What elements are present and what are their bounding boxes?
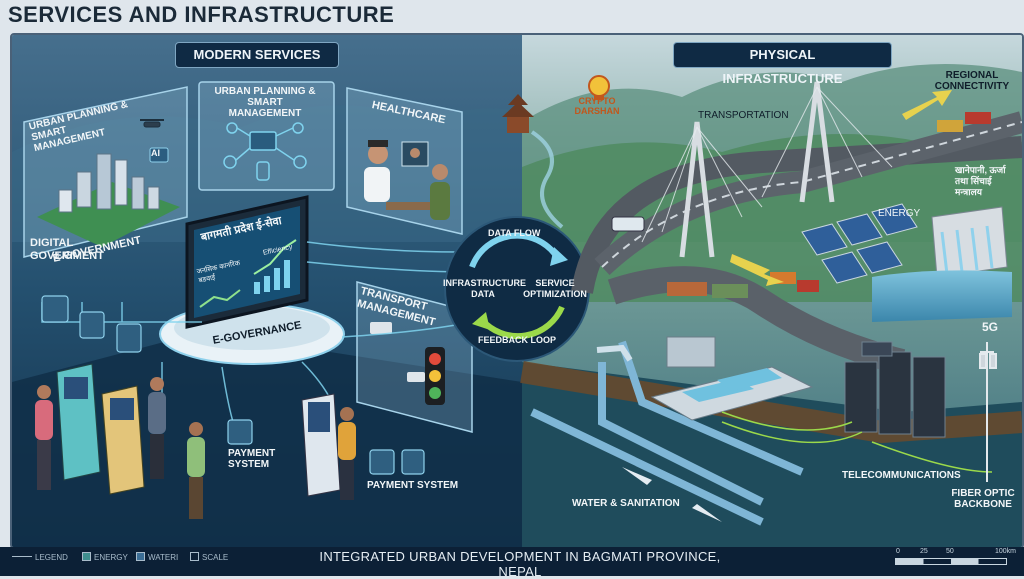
modern-services-header: MODERN SERVICES — [175, 42, 339, 68]
legend-water-swatch — [136, 552, 145, 561]
cycle-arrow-top — [469, 232, 560, 269]
water-sanitation-label: WATER & SANITATION — [572, 498, 680, 509]
scale-bar — [895, 558, 1007, 565]
telecommunications-label: TELECOMMUNICATIONS — [842, 470, 961, 481]
main-frame — [10, 33, 1024, 549]
data-flow-label: DATA FLOW — [488, 228, 541, 238]
traffic-light-icon — [370, 322, 445, 405]
nepali-ministry-label: खानेपानी, ऊर्जा तथा सिंचाई मन्त्रालय — [955, 165, 1006, 197]
regional-arrow — [902, 90, 952, 120]
network-icon — [223, 122, 307, 181]
scale-100: 100km — [995, 548, 1017, 555]
legend-energy-swatch — [82, 552, 91, 561]
urban-planning-center-label: URBAN PLANNING & SMART MANAGEMENT — [214, 86, 316, 119]
energy-label: ENERGY — [878, 208, 921, 219]
transportation-label: TRANSPORTATION — [698, 110, 789, 121]
digital-government-label: DIGITAL GOVERIMENT — [30, 237, 104, 262]
legend-line-icon — [12, 556, 32, 557]
drone-icon — [140, 119, 164, 128]
solar-panels — [801, 203, 918, 284]
scale-0: 0 — [896, 548, 900, 555]
payment-system-right-label: PAYMENT SYSTEM — [367, 480, 459, 491]
scale-25: 25 — [920, 548, 928, 555]
road-lower — [607, 266, 906, 375]
fiveg-label: 5G — [982, 320, 999, 334]
ai-badge: AI — [151, 148, 160, 158]
scale-50: 50 — [946, 548, 954, 555]
legend-water: WATERI — [148, 553, 179, 562]
footer-bar — [0, 547, 1024, 576]
truck-1 — [667, 282, 707, 296]
temple-icon — [502, 94, 534, 133]
infrastructure-data-label: INFRASTRUCTURE DATA — [443, 278, 526, 299]
legend-scale: SCALE — [202, 553, 229, 562]
fiber-optic-label: FIBER OPTIC BACKBONE — [951, 488, 1015, 510]
water-pipes — [530, 340, 804, 526]
kiosk-right — [301, 393, 341, 497]
legend-energy: ENERGY — [94, 553, 128, 562]
treatment-plant — [650, 336, 814, 421]
kiosk-mid — [101, 385, 145, 495]
ai-badge-box — [149, 147, 169, 163]
bridge-towers — [679, 81, 835, 258]
regional-connectivity-label: REGIONAL CONNECTIVITY — [934, 70, 1010, 92]
feedback-loop-label: FEEDBACK LOOP — [478, 335, 557, 345]
page-title: SERVICES AND INFRASTRUCTURE — [8, 2, 395, 27]
payment-system-left-label: PAYMENT SYSTEM — [228, 448, 276, 470]
dam-icon — [872, 206, 1012, 322]
truck-2 — [712, 284, 748, 298]
city-blocks — [37, 153, 180, 247]
telecom-tower — [979, 342, 997, 482]
bus — [611, 216, 645, 232]
road-upper — [571, 136, 1022, 294]
logo-text: CRYPTO DARSHAN — [574, 96, 620, 116]
logo-icon — [588, 75, 610, 100]
doctor-icon — [364, 140, 450, 220]
tap-icon — [596, 344, 633, 362]
legend-label: LEGEND — [35, 553, 68, 562]
data-center — [844, 341, 946, 438]
kiosk-left — [56, 363, 101, 481]
people — [35, 377, 356, 519]
cycle-arrow-bottom — [479, 305, 565, 340]
service-optimization-label: SERVICE OPTIMIZATION — [523, 278, 587, 299]
footer-title: INTEGRATED URBAN DEVELOPMENT IN BAGMATI … — [319, 549, 721, 579]
legend-scale-swatch — [190, 552, 199, 561]
physical-infrastructure-header: PHYSICAL INFRASTRUCTURE — [673, 42, 892, 86]
scene-svg — [12, 35, 1022, 547]
